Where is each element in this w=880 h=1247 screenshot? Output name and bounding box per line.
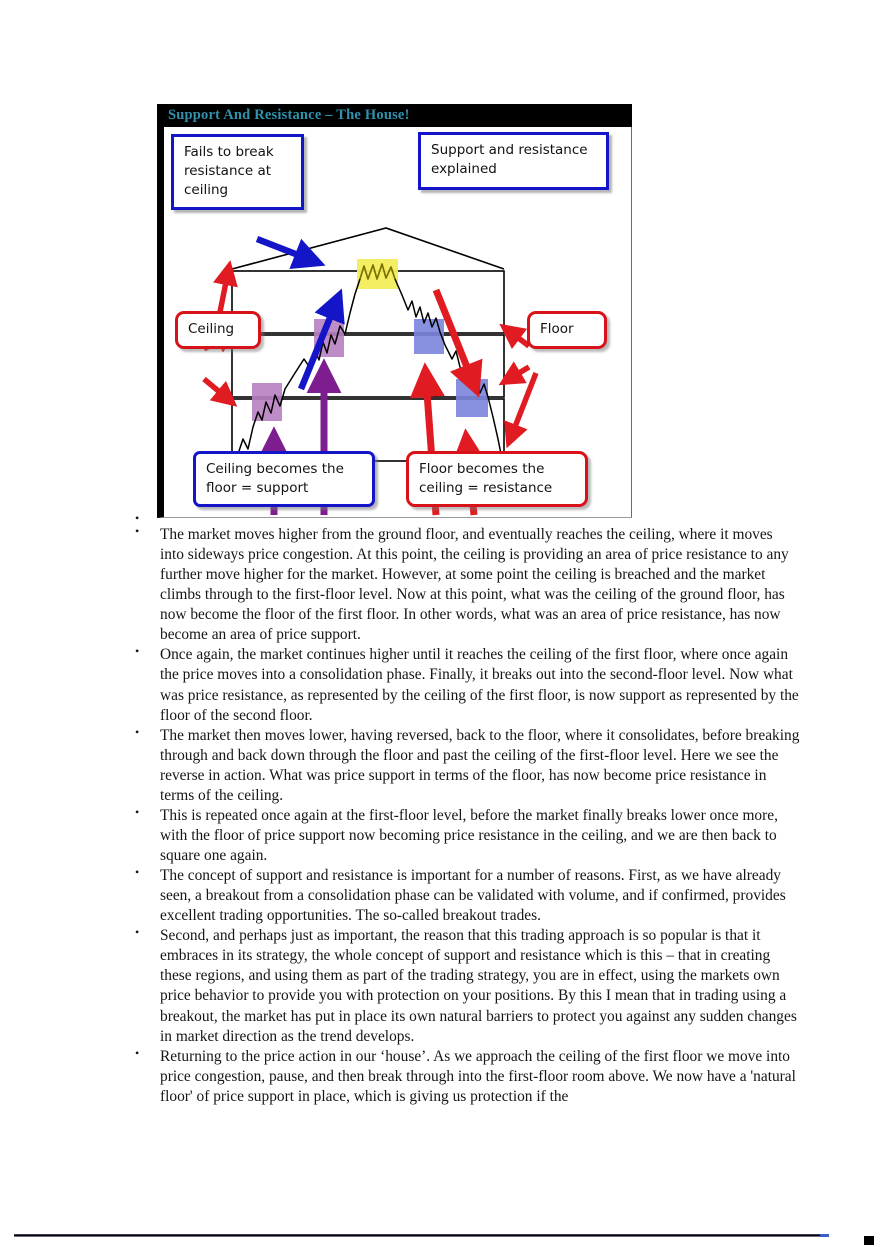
congestion-zone-blue-upper (414, 319, 444, 354)
callout-ceiling-becomes-floor: Ceiling becomes the floor = support (193, 451, 375, 507)
figure-title: Support And Resistance – The House! (168, 107, 410, 123)
label-ceiling: Ceiling (175, 311, 261, 349)
list-item: Once again, the market continues higher … (125, 644, 800, 725)
document-body: The market moves higher from the ground … (0, 511, 880, 1107)
footer-divider (14, 1234, 820, 1237)
breakout-arrows-blue (255, 235, 345, 391)
list-item (125, 511, 800, 527)
list-item: Second, and perhaps just as important, t… (125, 925, 800, 1046)
label-floor: Floor (527, 311, 607, 349)
list-item: The concept of support and resistance is… (125, 865, 800, 926)
house-drawing-svg (202, 227, 539, 516)
list-item: This is repeated once again at the first… (125, 805, 800, 866)
arrow-red-breakdown-down (432, 288, 483, 398)
footer-corner-mark (864, 1236, 874, 1245)
callout-floor-becomes-ceiling: Floor becomes the ceiling = resistance (406, 451, 588, 507)
footer-accent-mark (820, 1234, 829, 1237)
support-resistance-house-figure: Support And Resistance – The House! (157, 104, 632, 518)
arrow-floor-to-ground-floor (504, 371, 539, 449)
callout-support-resistance-explained: Support and resistance explained (418, 132, 609, 190)
arrow-ceiling-to-ground-floor (202, 376, 238, 407)
arrow-floor-to-second-floor (499, 323, 531, 350)
list-item: The market then moves lower, having reve… (125, 725, 800, 806)
arrow-blue-fails-to-break (255, 235, 326, 270)
list-item: The market moves higher from the ground … (125, 524, 800, 645)
callout-fails-to-break-resistance: Fails to break resistance at ceiling (171, 134, 304, 210)
figure-title-bar (157, 104, 632, 127)
house-drawing (164, 127, 631, 517)
list-item: Returning to the price action in our ‘ho… (125, 1046, 800, 1107)
arrow-floor-to-first-floor (498, 361, 531, 386)
congestion-zone-yellow-peak (357, 259, 398, 289)
bullet-list: The market moves higher from the ground … (0, 511, 880, 1107)
floor-pointer-arrows (498, 323, 539, 449)
